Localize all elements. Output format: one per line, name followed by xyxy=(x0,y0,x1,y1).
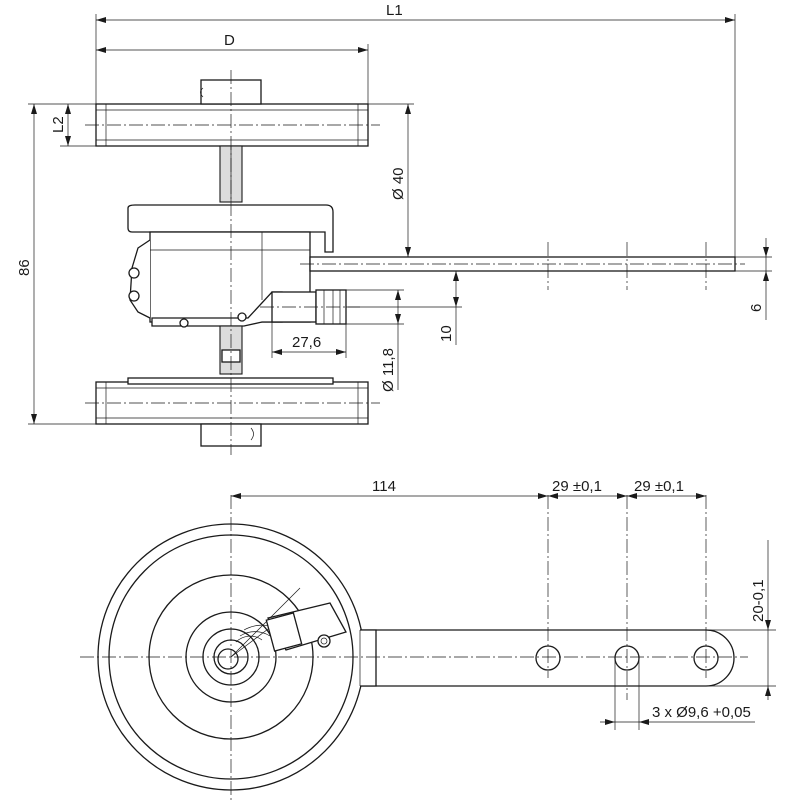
dim-L2: L2 xyxy=(50,116,67,133)
dim-hole-pitch-1: 29 ±0,1 xyxy=(552,478,602,495)
housing-plate xyxy=(127,204,334,253)
dim-connector-offset: 10 xyxy=(438,325,455,342)
dim-connector-dia: Ø 11,8 xyxy=(380,348,397,392)
top-view: 114 29 ±0,1 29 ±0,1 20-0,1 3 x Ø9,6 +0,0… xyxy=(80,478,776,800)
dim-L1: L1 xyxy=(386,2,403,19)
dim-shaft-dia: Ø 40 xyxy=(390,167,407,200)
dim-height: 86 xyxy=(16,259,33,276)
dim-arm-length: 114 xyxy=(372,478,396,495)
dim-D: D xyxy=(224,32,235,49)
side-view: L1 D L2 86 Ø 40 27,6 xyxy=(16,2,772,455)
dim-arm-thickness: 6 xyxy=(748,304,765,312)
side-clip xyxy=(129,239,151,319)
dim-holes: 3 x Ø9,6 +0,05 xyxy=(652,704,751,721)
dim-arm-width: 20-0,1 xyxy=(750,579,767,622)
dim-connector-len: 27,6 xyxy=(292,334,321,351)
dim-hole-pitch-2: 29 ±0,1 xyxy=(634,478,684,495)
